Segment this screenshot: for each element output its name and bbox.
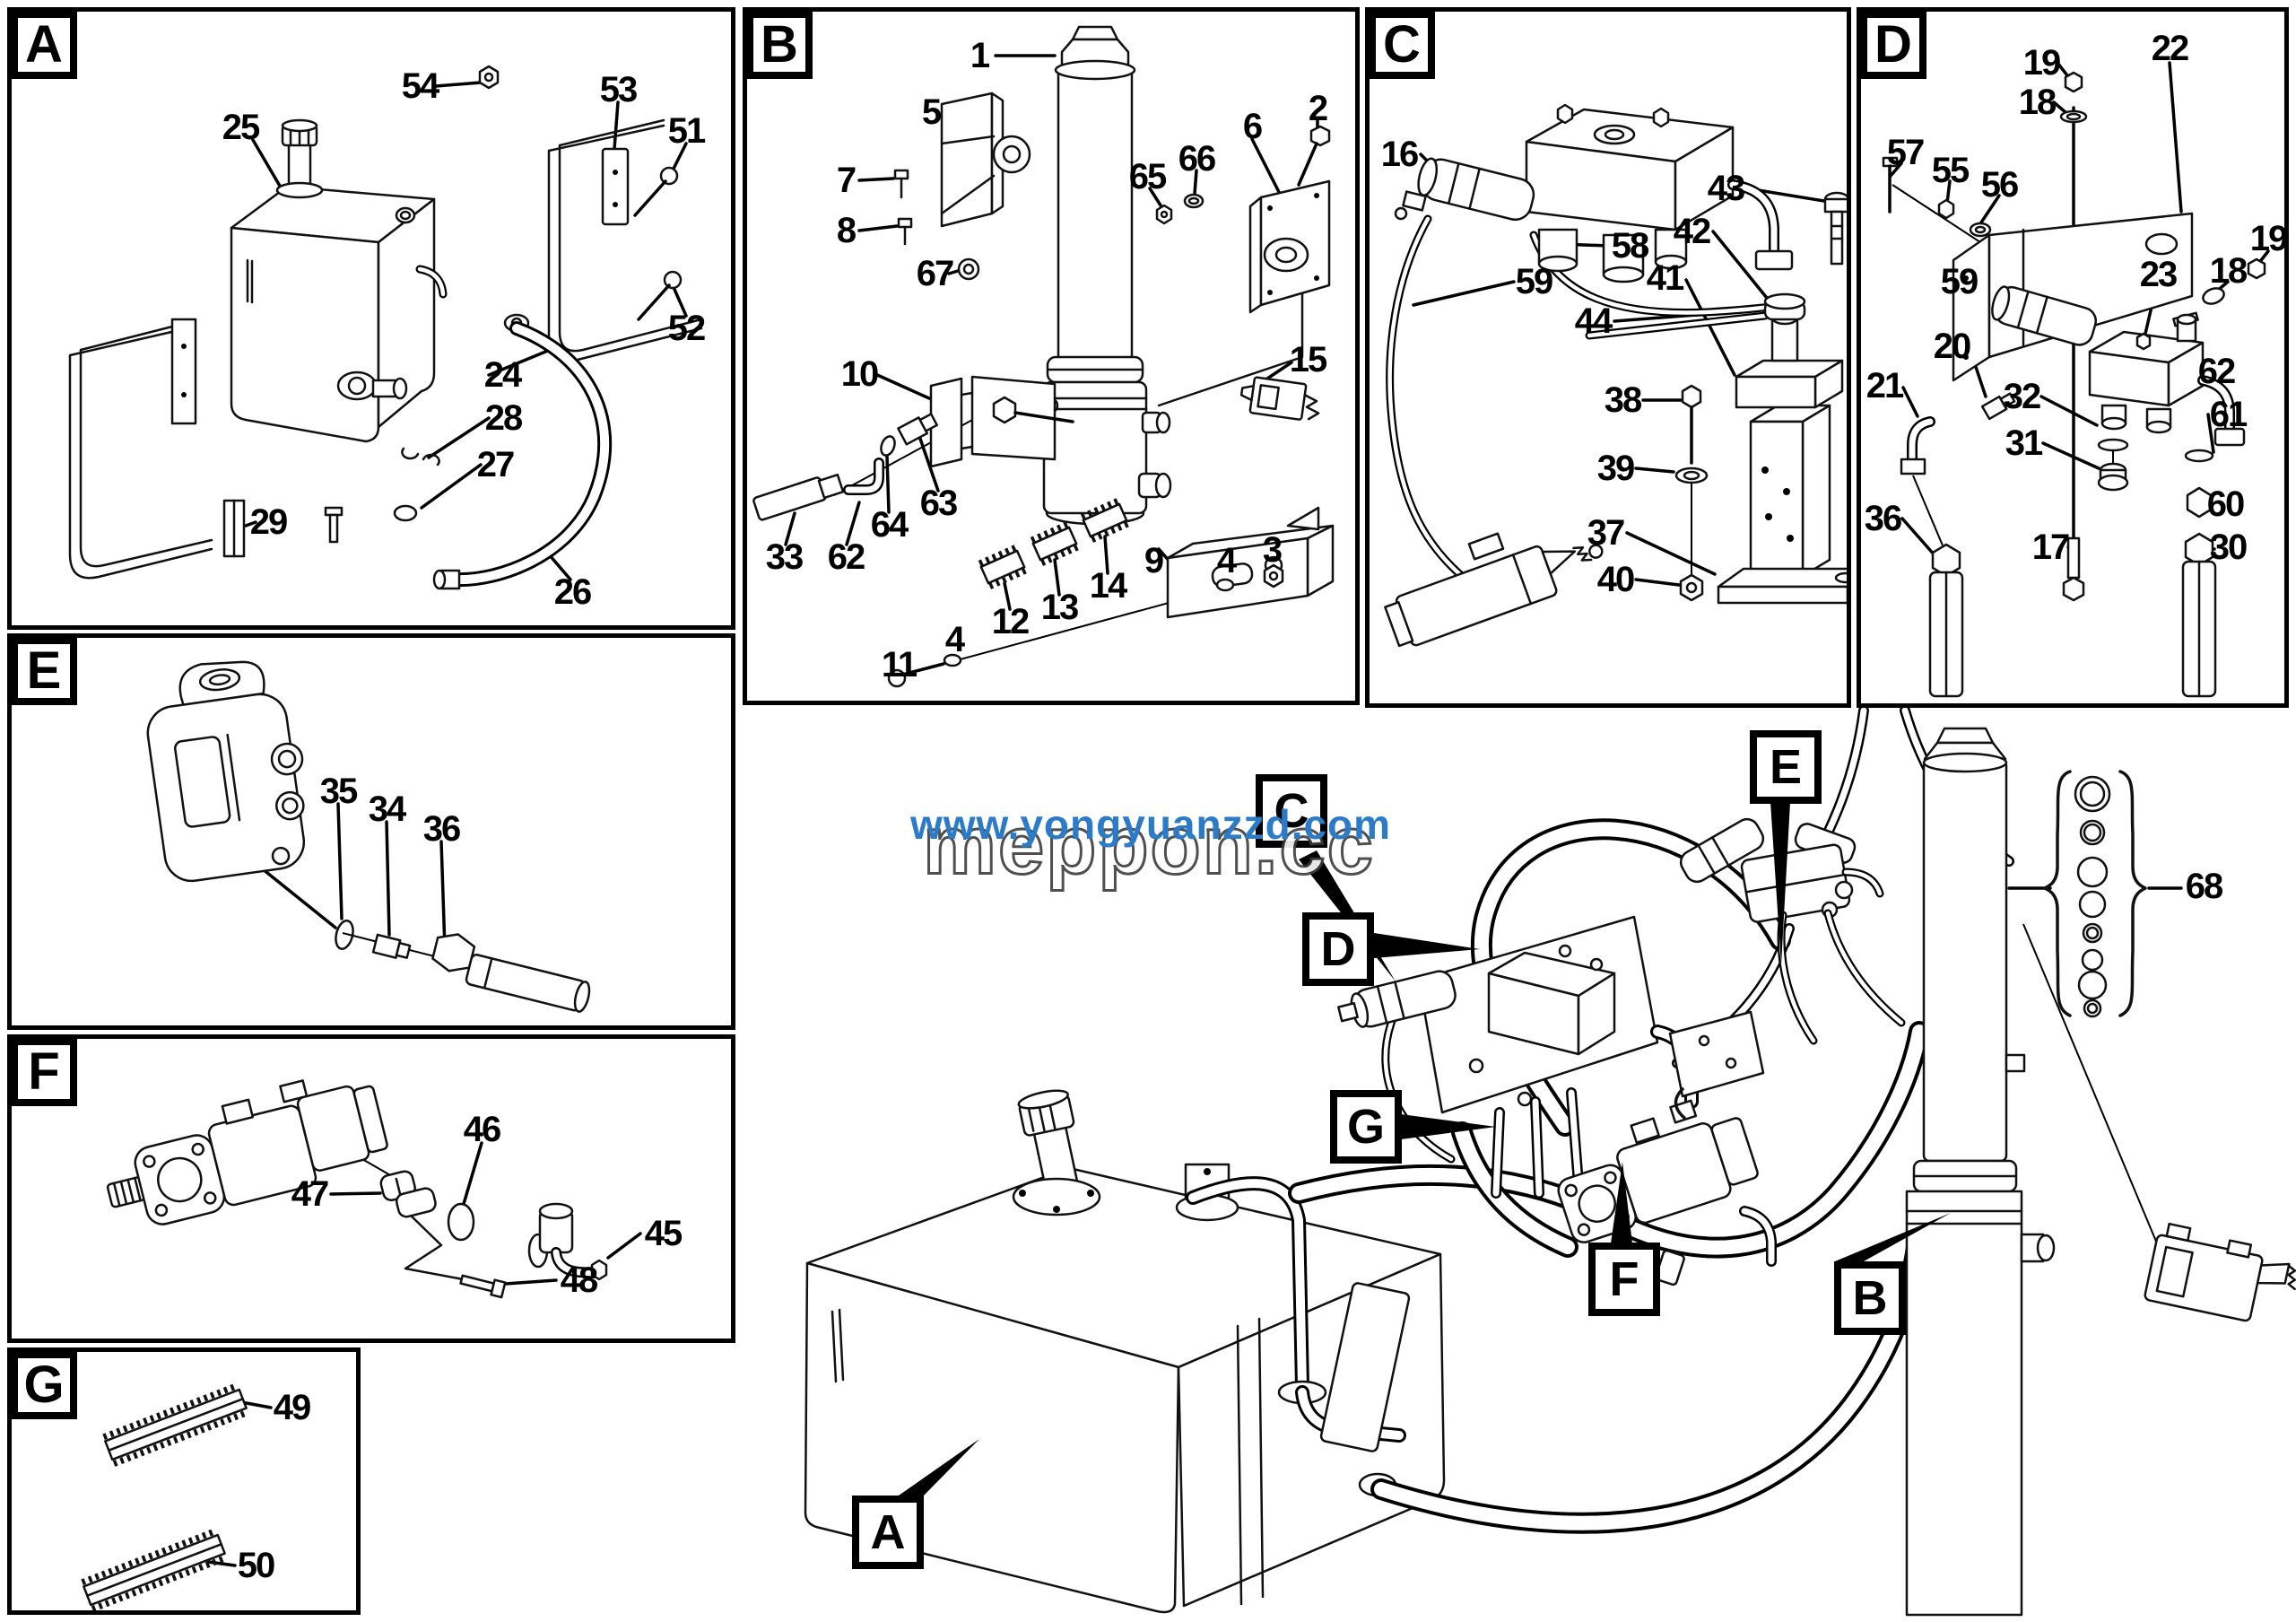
panel-f-label: F — [11, 1038, 77, 1106]
panel-g: G — [7, 1347, 361, 1615]
panel-a-label: A — [11, 11, 77, 79]
seal-kit — [2007, 770, 2183, 1018]
panel-e: E — [7, 633, 735, 1030]
panel-b-artwork — [752, 25, 1335, 688]
watermark-url: www.yongyuanzzd.com — [909, 801, 1392, 848]
panel-c-artwork — [1384, 103, 1847, 648]
hydraulic-tank — [804, 1089, 1446, 1614]
panel-e-artwork — [146, 660, 591, 1013]
hose-clamp-bracket — [1655, 1010, 1765, 1286]
panel-d: D — [1857, 7, 2289, 708]
panel-f: F — [7, 1034, 735, 1343]
gear-pump-assembly — [1557, 1099, 1777, 1267]
panel-c: C — [1365, 7, 1851, 708]
solenoid-valve — [1337, 970, 1457, 1028]
panel-b: B — [743, 7, 1360, 705]
panel-g-artwork — [81, 1382, 273, 1610]
panel-d-label: D — [1860, 11, 1926, 79]
panel-c-label: C — [1369, 11, 1435, 79]
hoist-cylinder — [1905, 727, 2162, 1617]
panel-g-label: G — [11, 1351, 77, 1419]
panel-a: A — [7, 7, 735, 630]
panel-b-label: B — [746, 11, 813, 79]
limit-switch — [2144, 1222, 2296, 1322]
panel-d-artwork — [1882, 61, 2270, 698]
panel-f-artwork — [106, 1079, 642, 1299]
panel-a-artwork — [68, 65, 703, 590]
panel-e-label: E — [11, 637, 77, 705]
valve-plate-assembly — [1337, 915, 1699, 1199]
